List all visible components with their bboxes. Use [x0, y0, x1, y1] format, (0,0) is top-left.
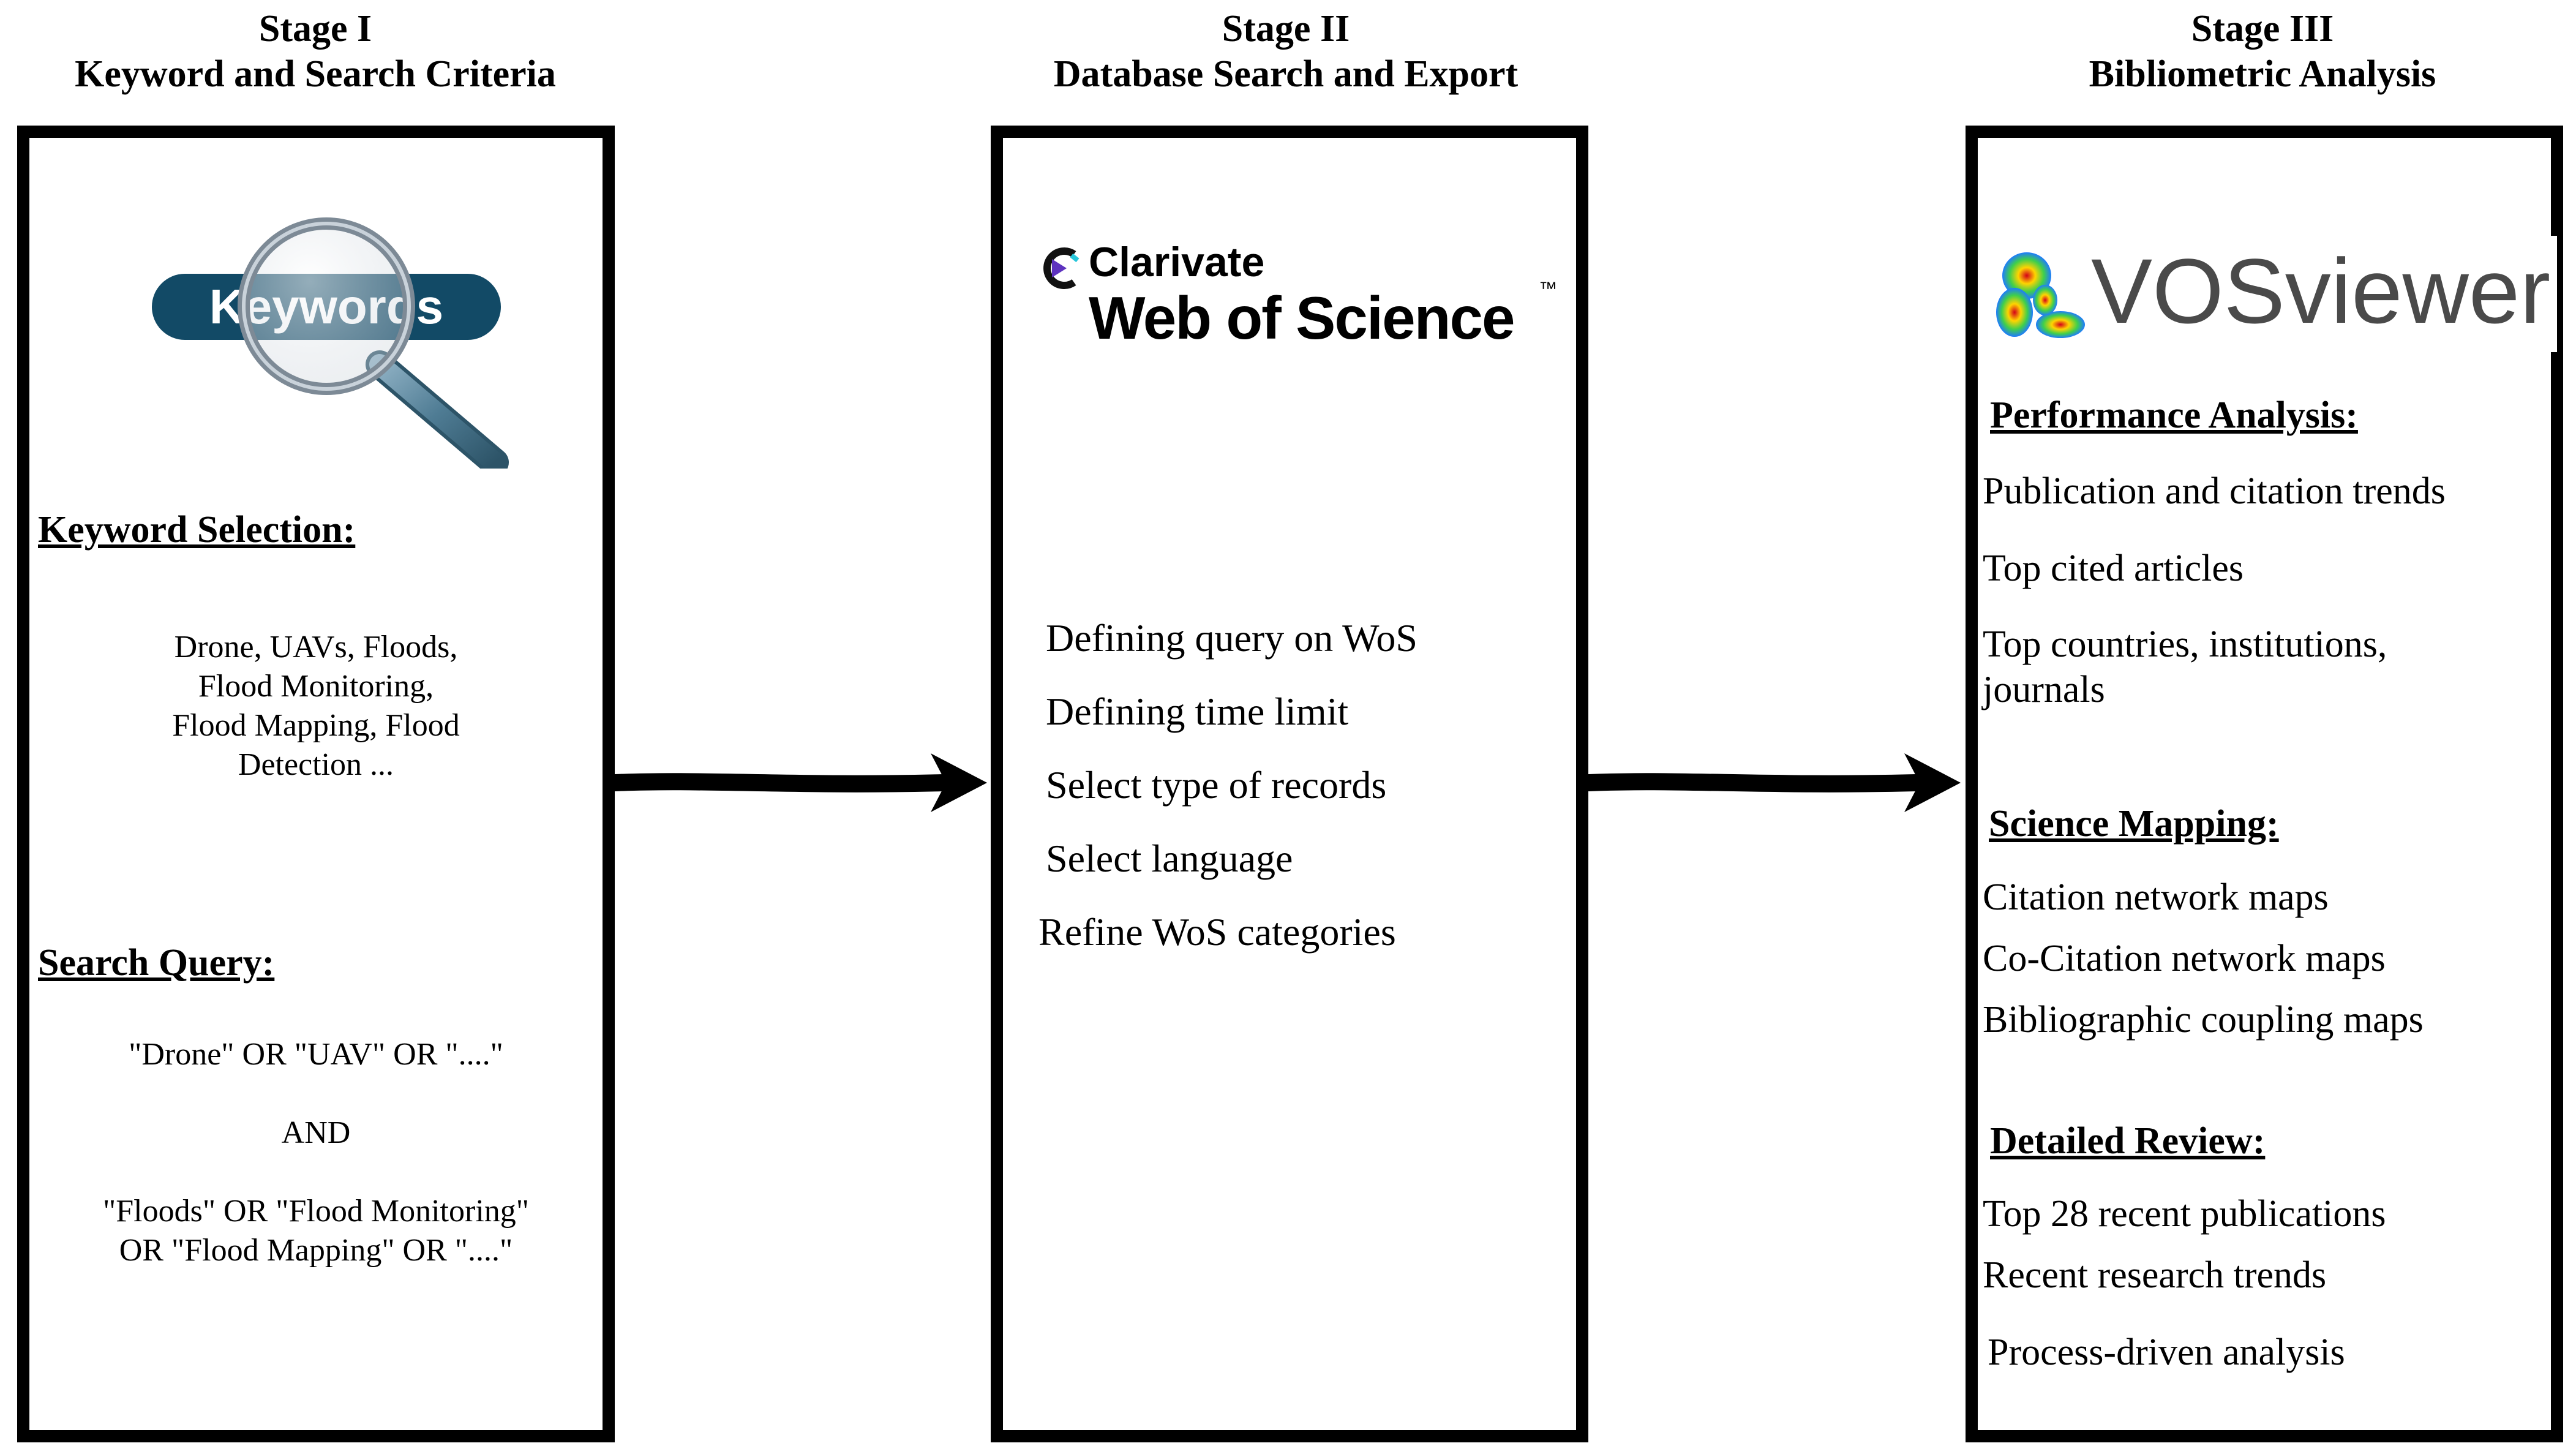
query-and: AND	[281, 1115, 351, 1150]
stage-3-label: Stage III	[2191, 8, 2334, 50]
performance-item: Top countries, institutions,	[1983, 623, 2387, 665]
stage-2-panel: Clarivate Web of Science ™ Defining quer…	[991, 126, 1588, 1442]
mapping-item: Bibliographic coupling maps	[1983, 999, 2424, 1041]
keyword-selection-heading: Keyword Selection:	[38, 509, 356, 551]
keyword-list: Drone, UAVs, Floods, Flood Monitoring, F…	[29, 628, 603, 785]
keyword-line: Detection ...	[238, 747, 394, 782]
trademark: ™	[1539, 279, 1557, 299]
performance-item: Publication and citation trends	[1983, 470, 2446, 512]
stage-1-panel: Keywords Keyword Selection: Drone, UAV	[17, 126, 615, 1442]
wos-step: Select language	[1046, 837, 1293, 880]
keywords-logo: Keywords	[152, 211, 519, 469]
arrow-stage2-to-stage3	[1586, 753, 1961, 812]
stage-2-subtitle: Database Search and Export	[1053, 53, 1519, 95]
stage-1-title: Stage I Keyword and Search Criteria	[24, 6, 606, 97]
stage-1-label: Stage I	[258, 8, 372, 50]
stage-2-title: Stage II Database Search and Export	[992, 6, 1580, 97]
review-item: Top 28 recent publications	[1983, 1193, 2386, 1235]
performance-item: journals	[1983, 669, 2105, 710]
magnifier-icon	[238, 217, 509, 469]
keyword-line: Drone, UAVs, Floods,	[174, 630, 458, 665]
search-query: "Drone" OR "UAV" OR "...." AND "Floods" …	[29, 1035, 603, 1270]
science-mapping-heading: Science Mapping:	[1989, 803, 2279, 845]
keyword-line: Flood Mapping, Flood	[172, 708, 460, 743]
mapping-item: Co-Citation network maps	[1983, 938, 2386, 979]
wos-step: Refine WoS categories	[1038, 910, 1396, 954]
vosviewer-text: VOSviewer	[2091, 239, 2551, 342]
mapping-item: Citation network maps	[1983, 876, 2329, 918]
query-line: "Floods" OR "Flood Monitoring"	[102, 1194, 529, 1229]
stage-3-subtitle: Bibliometric Analysis	[2089, 53, 2436, 95]
wos-step: Defining query on WoS	[1046, 616, 1418, 660]
review-item: Process-driven analysis	[1988, 1332, 2345, 1373]
performance-item: Top cited articles	[1983, 548, 2244, 589]
arrow-stage1-to-stage2	[612, 753, 987, 812]
detailed-review-heading: Detailed Review:	[1990, 1120, 2266, 1162]
search-query-heading: Search Query:	[38, 942, 275, 984]
web-of-science-text: Web of Science	[1089, 284, 1515, 352]
query-line: "Drone" OR "UAV" OR "...."	[129, 1037, 503, 1072]
wos-step: Defining time limit	[1046, 690, 1349, 733]
query-line: OR "Flood Mapping" OR "...."	[119, 1233, 513, 1268]
stage-2-label: Stage II	[1222, 8, 1350, 50]
vosviewer-heatmap-icon	[1996, 252, 2085, 338]
clarivate-brand: Clarivate	[1089, 239, 1265, 285]
stage-3-title: Stage III Bibliometric Analysis	[1966, 6, 2559, 97]
performance-analysis-heading: Performance Analysis:	[1990, 394, 2358, 436]
clarivate-logo: Clarivate Web of Science ™	[1040, 239, 1566, 364]
stage-3-panel: VOSviewer Performance Analysis: Publicat…	[1966, 126, 2563, 1442]
review-item: Recent research trends	[1983, 1254, 2327, 1296]
clarivate-mark-icon	[1043, 247, 1080, 289]
keyword-line: Flood Monitoring,	[198, 669, 434, 704]
vosviewer-logo: VOSviewer	[1984, 236, 2557, 352]
wos-step: Select type of records	[1046, 763, 1387, 807]
stage-1-subtitle: Keyword and Search Criteria	[75, 53, 556, 95]
